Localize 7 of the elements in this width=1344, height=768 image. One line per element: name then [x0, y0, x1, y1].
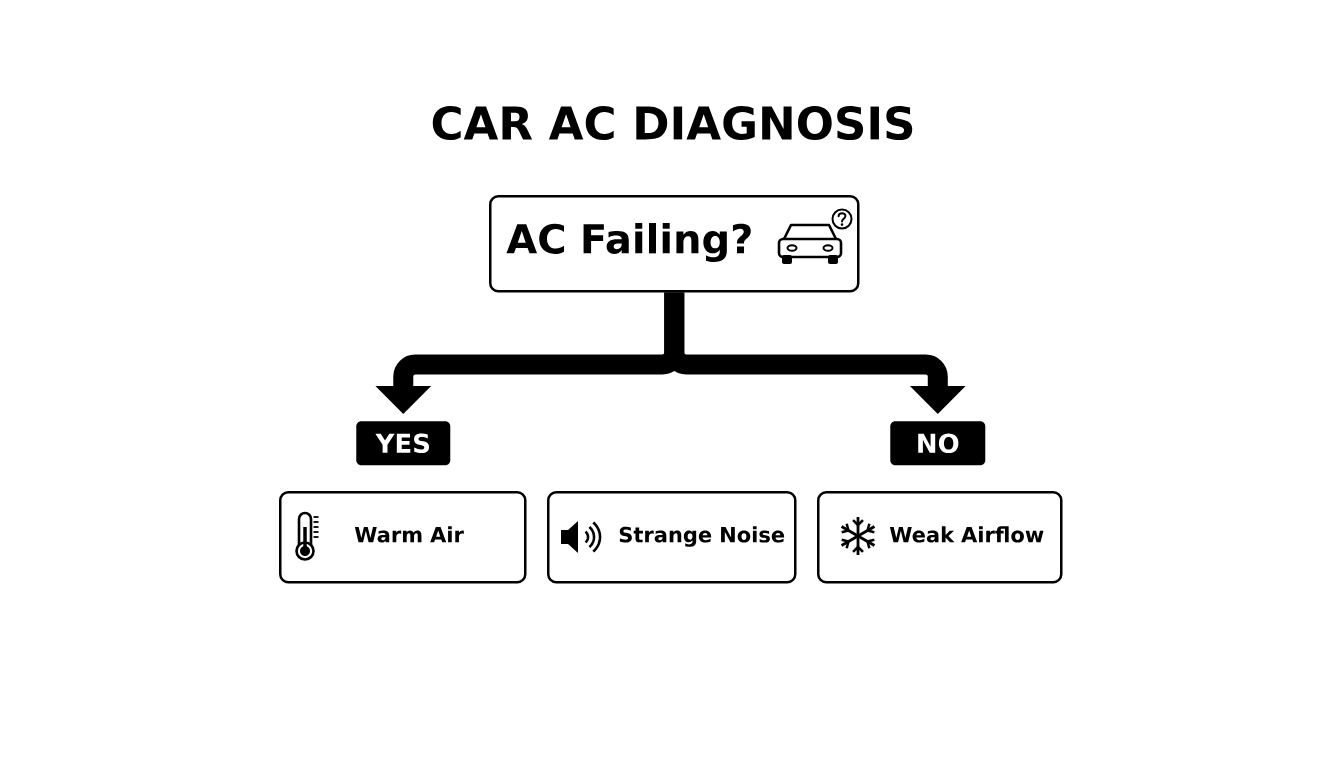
answer-tag: YES [356, 421, 451, 466]
answer-tag: NO [890, 421, 986, 466]
question-box: AC Failing? [489, 195, 860, 293]
symptom-box: Strange Noise [547, 491, 797, 584]
symptom-box: Weak Airflow [817, 491, 1063, 584]
title: CAR AC DIAGNOSIS [432, 106, 913, 140]
symptom-box: Warm Air [279, 491, 527, 584]
